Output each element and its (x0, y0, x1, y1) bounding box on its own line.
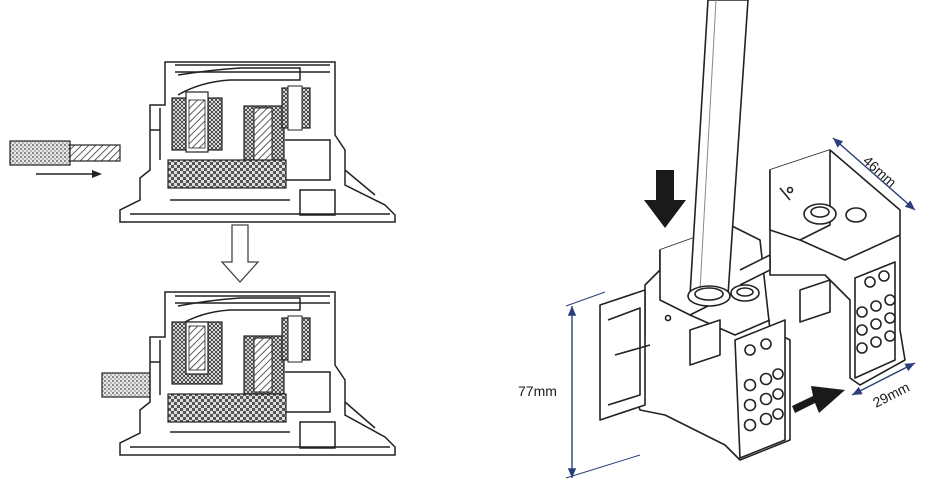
push-arrow-top-icon (644, 170, 686, 228)
insert-arrow-icon (36, 170, 102, 178)
depth-label: 29mm (870, 379, 912, 411)
dimension-height (565, 291, 641, 479)
wire-before (9, 140, 121, 166)
isometric-view (599, 0, 906, 461)
screwdriver-shaft (687, 0, 749, 307)
process-arrow-icon (220, 224, 260, 283)
dimension-depth (851, 362, 916, 396)
busbar-after (167, 393, 287, 423)
push-arrow-side-icon (792, 386, 845, 413)
section-before (9, 61, 396, 223)
dimension-width (832, 137, 916, 211)
section-after (101, 291, 396, 456)
height-label: 77mm (518, 383, 557, 399)
busbar-before (167, 159, 287, 189)
